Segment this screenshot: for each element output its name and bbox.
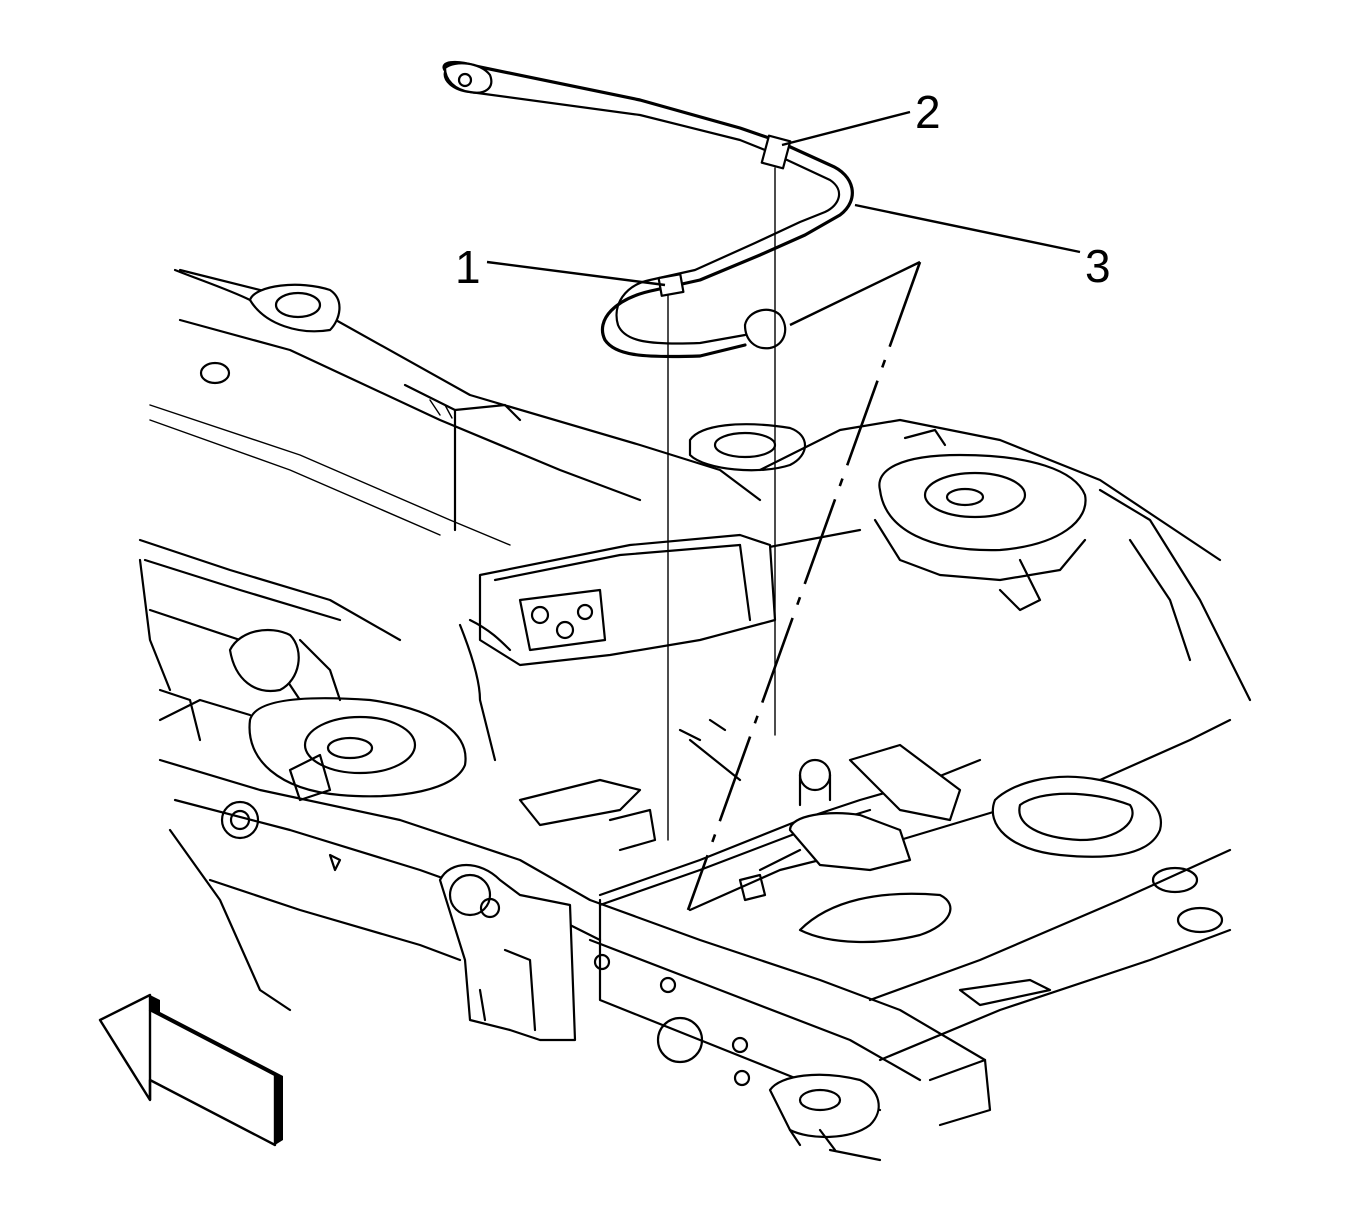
- front-bracket: [438, 864, 577, 1042]
- callout-1: 1: [455, 241, 666, 293]
- callout-2: 2: [781, 86, 941, 147]
- evap-canister-assembly: [458, 533, 777, 762]
- front-direction-arrow-icon: [98, 993, 283, 1147]
- callout-3-label: 3: [1085, 240, 1111, 292]
- callout-3: 3: [854, 203, 1111, 292]
- callout-1-label: 1: [455, 241, 481, 293]
- vent-hose-component: [442, 60, 854, 359]
- left-frame-rail: [149, 268, 762, 546]
- rear-floor-pan: [688, 718, 1232, 1162]
- rear-suspension-crossmember: [618, 418, 1252, 702]
- left-edge-detail: [138, 558, 342, 742]
- callout-2-label: 2: [915, 86, 941, 138]
- alignment-lines: [667, 167, 922, 911]
- fuel-lines-and-fittings: [288, 718, 982, 907]
- left-spring-seat: [138, 538, 467, 798]
